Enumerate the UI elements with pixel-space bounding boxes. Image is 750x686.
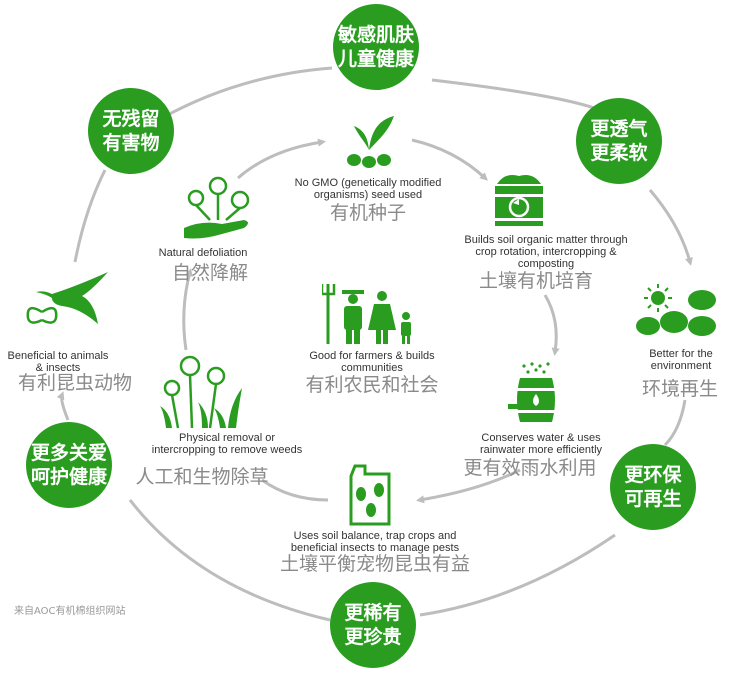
outer-arrow-right (648, 189, 693, 266)
bubble-lower-right-line1: 更环保 (624, 464, 682, 486)
bubble-lower-left-line2: 呵护健康 (30, 466, 107, 488)
bird-butterfly-icon (26, 272, 108, 324)
water-barrel-icon (508, 362, 556, 422)
animals-description: Beneficial to animals & insects (7, 350, 109, 374)
bubble-top-line1: 敏感肌肤 (337, 24, 414, 46)
center-label: 有利农民和社会 (305, 374, 439, 396)
bubble-lower-left-line1: 更多关爱 (30, 442, 107, 464)
pests-label: 土壤平衡宠物昆虫有益 (279, 553, 470, 575)
inner-arrow-4 (261, 478, 329, 502)
outer-arrow-bottom-left (128, 499, 331, 622)
farmer-family-icon (322, 284, 411, 344)
center-description: Good for farmers & builds communities (309, 350, 435, 374)
inner-arrow-5 (182, 268, 193, 351)
bubble-upper-left-line2: 有害物 (102, 132, 160, 154)
inner-arrow-3 (416, 468, 521, 504)
hand-cotton-icon (184, 176, 250, 239)
inner-arrow-2 (543, 294, 560, 356)
bubble-upper-right-line1: 更透气 (590, 118, 648, 140)
bubble-bottom-line1: 更稀有 (344, 602, 402, 624)
environment-description: Better for the environment (649, 348, 713, 372)
bubble-top: 敏感肌肤 儿童健康 (333, 4, 419, 90)
inner-arrow-6 (237, 138, 326, 180)
outer-arrow-right-lower (663, 399, 687, 447)
bubble-upper-left-line1: 无残留 (102, 108, 160, 130)
bubble-lower-left: 更多关爱 呵护健康 (26, 422, 112, 508)
outer-arrow-bottom-right (419, 533, 616, 617)
environment-label: 环境再生 (641, 378, 718, 400)
seed-description: No GMO (genetically modified organisms) … (294, 177, 442, 201)
source-footnote: 来自AOC有机棉组织网站 (14, 606, 126, 617)
inner-arrow-1 (411, 138, 488, 181)
animals-label: 有利昆虫动物 (17, 372, 132, 394)
bubble-upper-left: 无残留 有害物 (88, 88, 174, 174)
bubble-lower-right-line2: 可再生 (624, 488, 682, 510)
outer-arrow-top-right (431, 78, 604, 113)
seed-label: 有机种子 (329, 202, 406, 224)
outer-arrow-left (56, 391, 70, 421)
soil-description: Builds soil organic matter through crop … (464, 234, 628, 270)
sprout-icon (347, 116, 394, 168)
bubble-bottom: 更稀有 更珍贵 (330, 582, 416, 668)
cotton-plants-icon (160, 355, 242, 429)
outer-arrow-top-left (161, 66, 333, 120)
insect-trap-icon (349, 464, 391, 526)
soil-label: 土壤有机培育 (478, 270, 593, 292)
water-label: 更有效雨水利用 (463, 457, 597, 479)
outer-arrow-left-upper (73, 169, 107, 263)
compost-bin-icon (495, 175, 543, 226)
pests-description: Uses soil balance, trap crops and benefi… (290, 530, 460, 554)
bubble-lower-right: 更环保 可再生 (610, 444, 696, 530)
defoliation-description: Natural defoliation (158, 247, 248, 259)
bubble-upper-right-line2: 更柔软 (590, 142, 648, 164)
bubble-top-line2: 儿童健康 (337, 48, 414, 70)
weeds-description: Physical removal or intercropping to rem… (151, 432, 303, 456)
defoliation-label: 自然降解 (171, 262, 248, 284)
bubble-upper-right: 更透气 更柔软 (576, 98, 662, 184)
sun-trees-icon (636, 284, 716, 336)
water-description: Conserves water & uses rainwater more ef… (479, 432, 603, 456)
bubble-bottom-line2: 更珍贵 (344, 626, 402, 648)
weeds-label: 人工和生物除草 (135, 466, 269, 488)
